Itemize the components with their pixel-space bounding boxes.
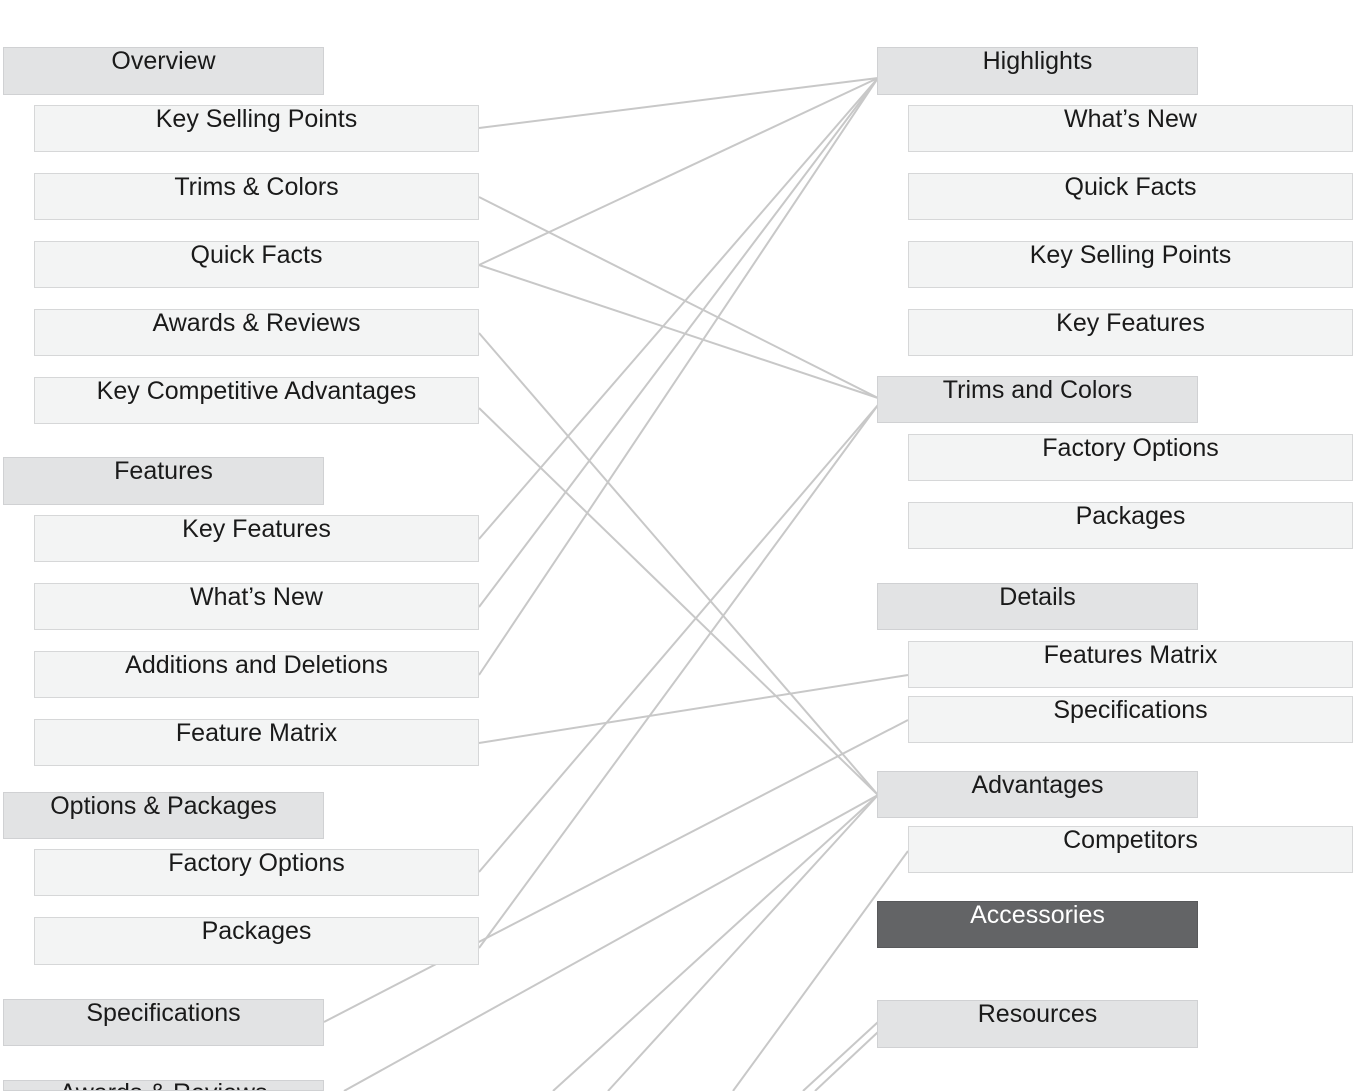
- right-item-factory-options[interactable]: Factory Options: [908, 434, 1353, 481]
- link-offscreen-b: [607, 794, 879, 1091]
- link-factory-options-to-trims-and-colors: [478, 404, 879, 873]
- left-item-factory-options[interactable]: Factory Options: [34, 849, 479, 896]
- right-section-accessories[interactable]: Accessories: [877, 901, 1198, 948]
- link-additions-deletions-to-highlights: [478, 77, 879, 676]
- left-item-key-selling-points[interactable]: Key Selling Points: [34, 105, 479, 152]
- left-item-key-competitive-advantages[interactable]: Key Competitive Advantages: [34, 377, 479, 424]
- right-section-resources[interactable]: Resources: [877, 1000, 1198, 1048]
- link-offscreen-a: [552, 794, 879, 1091]
- right-item-key-features[interactable]: Key Features: [908, 309, 1353, 356]
- left-item-quick-facts[interactable]: Quick Facts: [34, 241, 479, 288]
- left-item-awards-reviews[interactable]: Awards & Reviews: [34, 309, 479, 356]
- right-item-competitors[interactable]: Competitors: [908, 826, 1353, 873]
- link-quick-facts-to-trims-and-colors: [478, 264, 879, 399]
- right-item-whats-new[interactable]: What’s New: [908, 105, 1353, 152]
- right-section-advantages[interactable]: Advantages: [877, 771, 1198, 818]
- link-offscreen-c: [732, 850, 909, 1091]
- link-trims-colors-to-trims-and-colors: [478, 196, 879, 399]
- right-section-trims-colors[interactable]: Trims and Colors: [877, 376, 1198, 423]
- left-section-features[interactable]: Features: [3, 457, 324, 505]
- left-section-overview[interactable]: Overview: [3, 47, 324, 95]
- link-awards-reviews-to-advantages: [478, 332, 879, 796]
- right-item-features-matrix[interactable]: Features Matrix: [908, 641, 1353, 688]
- right-item-packages[interactable]: Packages: [908, 502, 1353, 549]
- right-section-details[interactable]: Details: [877, 583, 1198, 630]
- link-feature-matrix-to-features-matrix: [478, 674, 909, 744]
- left-item-whats-new[interactable]: What’s New: [34, 583, 479, 630]
- left-section-options-packages[interactable]: Options & Packages: [3, 792, 324, 839]
- left-section-awards-reviews[interactable]: Awards & Reviews: [3, 1080, 324, 1091]
- left-section-specifications[interactable]: Specifications: [3, 999, 324, 1046]
- right-item-specifications[interactable]: Specifications: [908, 696, 1353, 743]
- left-item-feature-matrix[interactable]: Feature Matrix: [34, 719, 479, 766]
- left-item-key-features[interactable]: Key Features: [34, 515, 479, 562]
- link-awards-reviews-section-to-advantages: [343, 794, 879, 1091]
- link-key-competitive-advantages-to-advantages: [478, 407, 879, 796]
- right-section-highlights[interactable]: Highlights: [877, 47, 1198, 95]
- right-item-key-selling-points[interactable]: Key Selling Points: [908, 241, 1353, 288]
- left-item-additions-deletions[interactable]: Additions and Deletions: [34, 651, 479, 698]
- link-specifications-to-details-specifications: [323, 719, 909, 1023]
- link-whats-new-to-highlights: [478, 77, 879, 608]
- left-item-trims-colors[interactable]: Trims & Colors: [34, 173, 479, 220]
- link-key-features-to-highlights: [478, 77, 879, 540]
- link-packages-to-trims-and-colors: [478, 404, 879, 949]
- left-item-packages[interactable]: Packages: [34, 917, 479, 965]
- link-offscreen-d: [802, 1021, 879, 1091]
- right-item-quick-facts[interactable]: Quick Facts: [908, 173, 1353, 220]
- link-offscreen-e: [814, 1031, 879, 1091]
- link-key-selling-points-to-highlights: [478, 77, 879, 129]
- link-quick-facts-to-highlights: [478, 77, 879, 266]
